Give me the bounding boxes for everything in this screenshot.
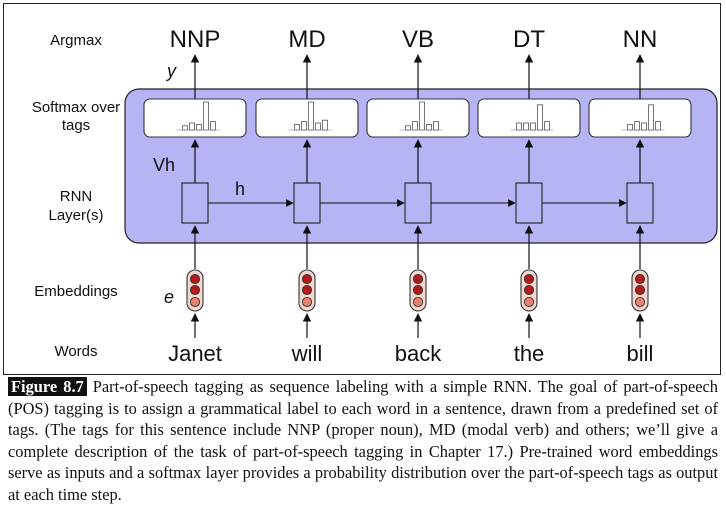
word-label: back bbox=[395, 341, 442, 366]
column-5: NN bill bbox=[588, 26, 692, 366]
softmax-bar bbox=[189, 122, 195, 131]
embedding-unit bbox=[301, 284, 313, 296]
softmax-bar bbox=[322, 119, 328, 131]
softmax-bar bbox=[433, 121, 439, 131]
rnn-cell bbox=[404, 182, 432, 224]
softmax-bar bbox=[627, 124, 633, 131]
embedding-unit bbox=[634, 296, 646, 308]
word-label: will bbox=[291, 341, 323, 366]
column-4: DT the bbox=[477, 26, 627, 366]
row-label-words: Words bbox=[54, 343, 97, 360]
softmax-bar bbox=[419, 101, 425, 131]
embedding-unit bbox=[189, 273, 201, 285]
word-label: the bbox=[514, 341, 545, 366]
row-label-softmax-line2: tags bbox=[62, 117, 90, 134]
embedding-unit bbox=[634, 273, 646, 285]
rnn-cell bbox=[181, 182, 209, 224]
softmax-box bbox=[366, 98, 470, 138]
row-label-rnn-line2: Layer(s) bbox=[48, 207, 103, 224]
tag-label: VB bbox=[402, 26, 434, 53]
var-label-y: y bbox=[165, 61, 177, 81]
softmax-bar bbox=[530, 122, 536, 131]
var-label-h: h bbox=[235, 179, 245, 199]
softmax-bar bbox=[315, 122, 321, 131]
word-label: bill bbox=[627, 341, 654, 366]
embedding-unit bbox=[634, 284, 646, 296]
embedding-unit bbox=[523, 296, 535, 308]
tag-label: DT bbox=[513, 26, 545, 53]
row-label-rnn-line1: RNN bbox=[60, 188, 93, 205]
softmax-bar bbox=[308, 101, 314, 131]
caption-text: Part-of-speech tagging as sequence label… bbox=[8, 377, 718, 504]
var-label-e: e bbox=[164, 287, 174, 307]
columns: NNP Janet MD will VB back DT the NN bill bbox=[143, 26, 692, 366]
softmax-bar bbox=[182, 125, 188, 131]
embedding-unit bbox=[412, 273, 424, 285]
column-3: VB back bbox=[366, 26, 516, 366]
softmax-bar bbox=[210, 121, 216, 131]
rnn-cell bbox=[515, 182, 543, 224]
column-2: MD will bbox=[255, 26, 405, 366]
softmax-box bbox=[143, 98, 247, 138]
softmax-bar bbox=[405, 125, 411, 131]
var-label-vh: Vh bbox=[153, 155, 175, 175]
tag-label: NNP bbox=[170, 26, 221, 53]
softmax-bar bbox=[412, 121, 418, 131]
embedding-unit bbox=[189, 284, 201, 296]
softmax-bar bbox=[655, 121, 661, 131]
softmax-bar bbox=[196, 124, 202, 131]
row-label-embeddings: Embeddings bbox=[34, 283, 117, 300]
softmax-bar bbox=[426, 124, 432, 131]
softmax-bar bbox=[523, 122, 529, 131]
softmax-box bbox=[477, 98, 581, 138]
softmax-bar bbox=[634, 121, 640, 131]
softmax-bar bbox=[648, 104, 654, 131]
tag-label: MD bbox=[288, 26, 325, 53]
tag-label: NN bbox=[623, 26, 658, 53]
softmax-bar bbox=[537, 104, 543, 131]
column-1: NNP Janet bbox=[143, 26, 294, 366]
softmax-bar bbox=[294, 124, 300, 131]
embedding-unit bbox=[301, 273, 313, 285]
softmax-bar bbox=[516, 122, 522, 131]
softmax-bar bbox=[641, 122, 647, 131]
embedding-unit bbox=[523, 284, 535, 296]
embedding-unit bbox=[412, 296, 424, 308]
figure-frame bbox=[3, 3, 721, 375]
rnn-cell bbox=[293, 182, 321, 224]
softmax-bar bbox=[544, 121, 550, 131]
softmax-bar bbox=[301, 121, 307, 131]
row-label-argmax: Argmax bbox=[50, 32, 102, 49]
caption-label: Figure 8.7 bbox=[8, 377, 87, 396]
softmax-bar bbox=[203, 101, 209, 131]
rnn-cell bbox=[626, 182, 654, 224]
figure: Argmax Softmax over tags RNN Layer(s) Em… bbox=[3, 3, 721, 375]
embedding-unit bbox=[523, 273, 535, 285]
row-label-softmax-line1: Softmax over bbox=[32, 99, 120, 116]
softmax-box bbox=[588, 98, 692, 138]
word-label: Janet bbox=[168, 341, 222, 366]
embedding-unit bbox=[189, 296, 201, 308]
embedding-unit bbox=[412, 284, 424, 296]
embedding-unit bbox=[301, 296, 313, 308]
rnn-pos-diagram: Argmax Softmax over tags RNN Layer(s) Em… bbox=[32, 26, 718, 366]
softmax-box bbox=[255, 98, 359, 138]
